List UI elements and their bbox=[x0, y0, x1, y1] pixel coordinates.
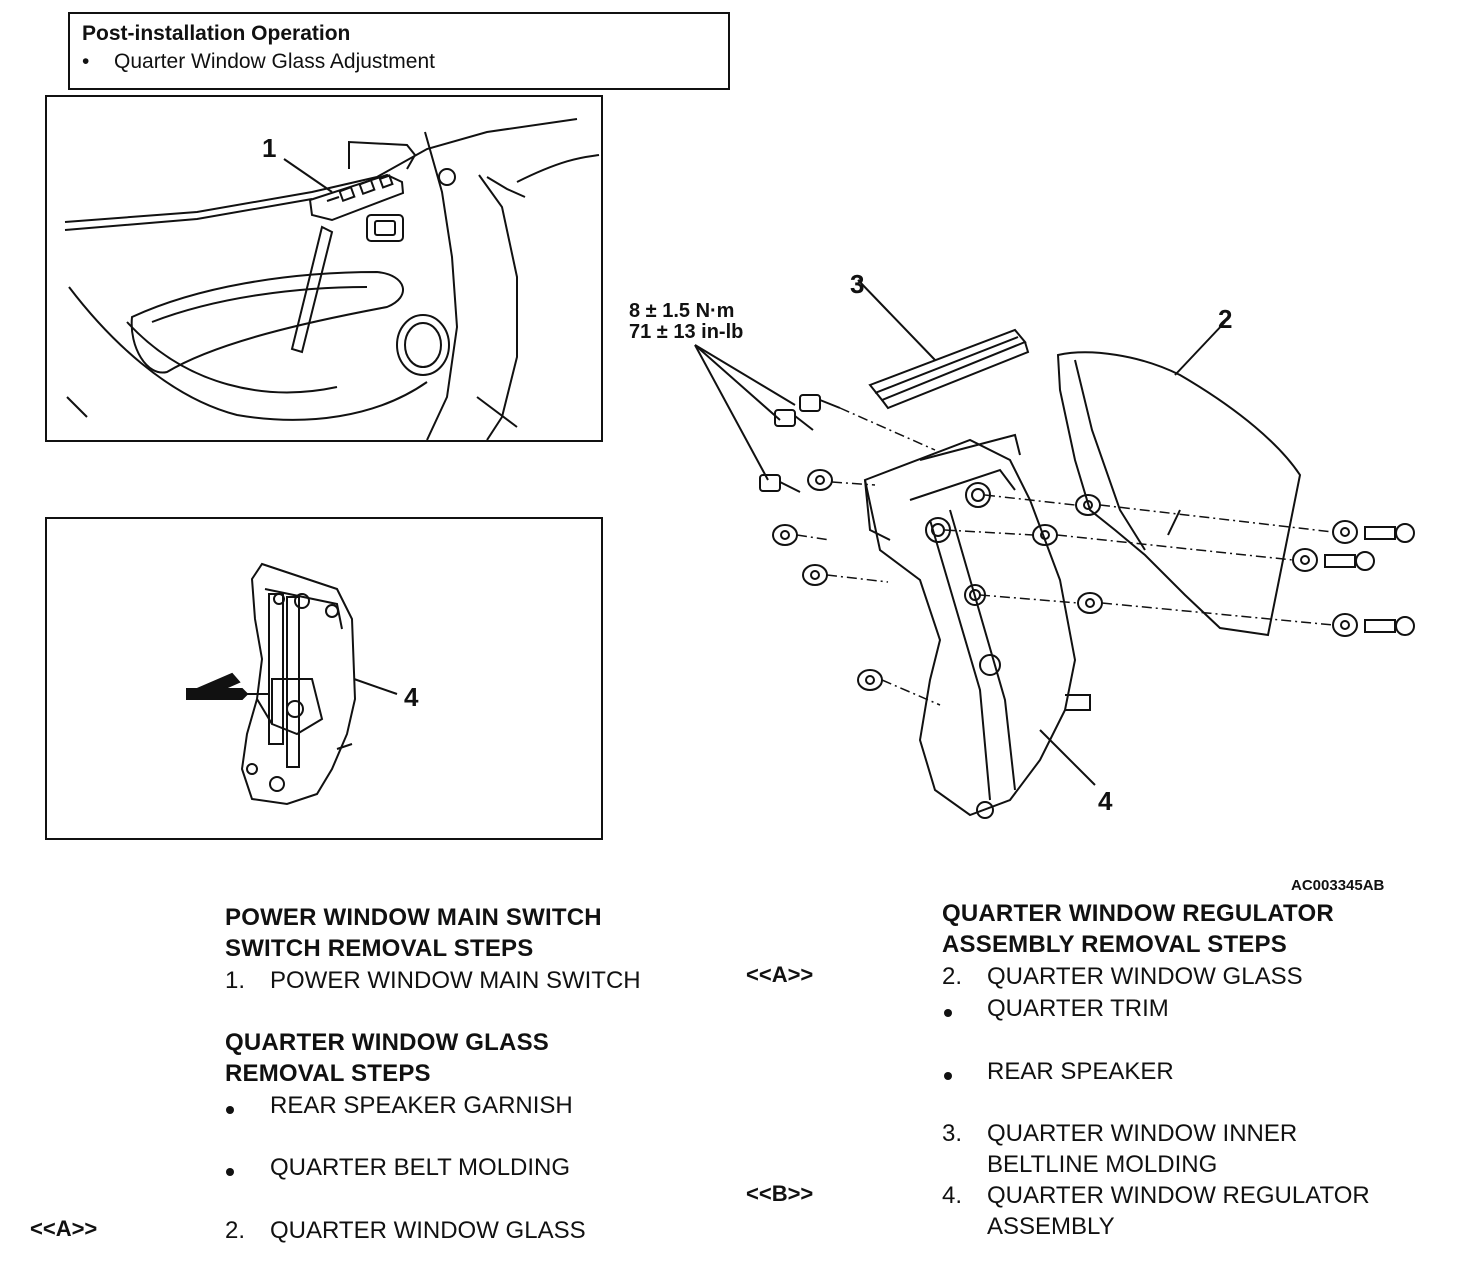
callout-3: 3 bbox=[850, 269, 864, 299]
bolt-icon bbox=[1364, 616, 1415, 636]
switch-step: POWER WINDOW MAIN SWITCH bbox=[270, 967, 641, 994]
regulator-step-rear-speaker: REAR SPEAKER bbox=[987, 1058, 1174, 1085]
regulator-clip-illustration: 4 bbox=[186, 562, 419, 806]
door-trim-panel: 1 bbox=[45, 95, 603, 442]
post-installation-item: • Quarter Window Glass Adjustment bbox=[82, 50, 435, 74]
quarter-glass-icon bbox=[1056, 351, 1302, 637]
step-number: 3. bbox=[942, 1120, 963, 1147]
nut-icon bbox=[1077, 592, 1103, 614]
nut-icon bbox=[807, 469, 833, 491]
step-number: 2. bbox=[942, 963, 963, 990]
procedure-marker-b: <<B>> bbox=[746, 1181, 814, 1206]
bolt-icon bbox=[1364, 523, 1415, 543]
nut-icon bbox=[772, 524, 798, 546]
main-switch-icon bbox=[308, 173, 405, 222]
glass-step-quarter-glass: QUARTER WINDOW GLASS bbox=[270, 1217, 586, 1244]
regulator-heading-line-1: QUARTER WINDOW REGULATOR bbox=[942, 900, 1334, 927]
washer-icon bbox=[1332, 520, 1358, 544]
switch-heading-line-1: POWER WINDOW MAIN SWITCH bbox=[225, 904, 602, 931]
callout-4-panel: 4 bbox=[404, 682, 419, 712]
callout-1: 1 bbox=[262, 133, 276, 163]
step-number: 2. bbox=[225, 1217, 246, 1244]
washer-icon bbox=[1292, 548, 1318, 572]
bullet-icon bbox=[226, 1168, 234, 1176]
post-installation-box: Post-installation Operation • Quarter Win… bbox=[68, 12, 730, 90]
post-installation-title: Post-installation Operation bbox=[82, 22, 351, 45]
glass-heading-line-1: QUARTER WINDOW GLASS bbox=[225, 1029, 549, 1056]
glass-step-speaker-garnish: REAR SPEAKER GARNISH bbox=[270, 1092, 573, 1119]
door-trim-illustration: 1 bbox=[64, 118, 600, 441]
switch-heading-line-2: SWITCH REMOVAL STEPS bbox=[225, 935, 534, 962]
step-number: 4. bbox=[942, 1182, 963, 1209]
nut-icon bbox=[802, 564, 828, 586]
procedure-marker-a: <<A>> bbox=[746, 962, 814, 987]
regulator-assembly-icon bbox=[863, 433, 1096, 819]
regulator-step-assembly-line-1: QUARTER WINDOW REGULATOR bbox=[987, 1182, 1370, 1209]
bolt-icon bbox=[774, 409, 814, 431]
bullet-icon: • bbox=[82, 50, 90, 73]
bullet-icon bbox=[944, 1009, 952, 1017]
bullet-icon bbox=[944, 1072, 952, 1080]
regulator-step-assembly-line-2: ASSEMBLY bbox=[987, 1213, 1115, 1240]
torque-metric: 8 ± 1.5 N·m bbox=[629, 300, 734, 322]
diagram-code: AC003345AB bbox=[1291, 877, 1385, 894]
bolt-icon bbox=[1324, 551, 1375, 571]
callout-2: 2 bbox=[1218, 304, 1232, 334]
regulator-step-quarter-trim: QUARTER TRIM bbox=[987, 995, 1169, 1022]
glass-step-belt-molding: QUARTER BELT MOLDING bbox=[270, 1154, 571, 1181]
regulator-clip-panel: 4 bbox=[45, 517, 603, 840]
step-number: 1. bbox=[225, 967, 246, 994]
regulator-step-inner-molding-line-2: BELTLINE MOLDING bbox=[987, 1151, 1218, 1178]
regulator-step-inner-molding-line-1: QUARTER WINDOW INNER bbox=[987, 1120, 1298, 1147]
exploded-view-diagram: 8 ± 1.5 N·m 71 ± 13 in-lb 3 2 4 bbox=[629, 269, 1415, 819]
bolt-icon bbox=[799, 394, 841, 412]
regulator-step-quarter-glass: QUARTER WINDOW GLASS bbox=[987, 963, 1303, 990]
bullet-icon bbox=[226, 1106, 234, 1114]
procedure-marker-a: <<A>> bbox=[30, 1216, 98, 1241]
glass-heading-line-2: REMOVAL STEPS bbox=[225, 1060, 431, 1087]
post-installation-item-label: Quarter Window Glass Adjustment bbox=[114, 50, 435, 73]
washer-icon bbox=[1332, 613, 1358, 637]
torque-imperial: 71 ± 13 in-lb bbox=[629, 321, 743, 343]
nut-icon bbox=[857, 669, 883, 691]
callout-4-main: 4 bbox=[1098, 786, 1113, 816]
belt-molding-icon bbox=[868, 328, 1030, 410]
bolt-icon bbox=[759, 474, 801, 493]
regulator-heading-line-2: ASSEMBLY REMOVAL STEPS bbox=[942, 931, 1287, 958]
